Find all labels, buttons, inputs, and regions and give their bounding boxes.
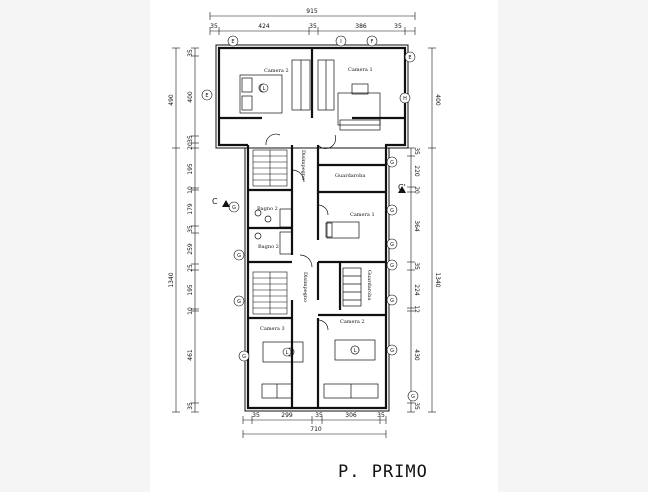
section-mark-right: C' — [398, 183, 406, 192]
dim-right-outer: 1340 — [434, 272, 441, 287]
window-tag: G — [390, 208, 394, 214]
dim-left-inner: 195 — [187, 163, 194, 175]
room-label-camera-1-top: Camera 1 — [348, 67, 373, 73]
window-tag: G — [242, 354, 246, 360]
window-tag: G — [390, 160, 394, 166]
dim-right-inner: 12 — [413, 305, 420, 313]
dim-left-outer: 1340 — [168, 272, 175, 287]
room-label-camera-2-top: Camera 2 — [264, 68, 289, 74]
window-tag: G — [390, 242, 394, 248]
dim-bottom-part: 306 — [345, 412, 357, 419]
floor-title: P. PRIMO — [338, 462, 428, 482]
window-tag: G — [237, 253, 241, 259]
dim-right-inner: 430 — [413, 349, 420, 361]
window-tag: G — [411, 394, 415, 400]
walls — [215, 44, 409, 412]
furniture — [239, 59, 381, 399]
section-arrow-right — [398, 186, 406, 193]
dim-right-inner: 35 — [413, 262, 420, 270]
room-label-disimpegno-top: Disimpegno — [300, 150, 306, 180]
window-tag: E — [205, 93, 208, 99]
window-tag: H — [403, 96, 407, 102]
dim-right-inner: 224 — [413, 284, 420, 296]
drawing-sheet — [150, 0, 498, 492]
dim-bottom-part: 35 — [377, 412, 385, 419]
window-tag: E — [408, 55, 411, 61]
dim-right-outer: 400 — [434, 94, 441, 106]
dim-left-inner: 35 — [187, 135, 194, 143]
dim-right-inner: 20 — [413, 186, 420, 194]
window-tag: F — [371, 39, 374, 45]
window-tag: L — [286, 350, 289, 356]
dim-left-inner: 179 — [187, 203, 194, 215]
room-label-guardaroba-mid: Guardaroba — [366, 270, 372, 300]
window-tag: I — [340, 39, 341, 45]
dim-right-inner: 364 — [413, 220, 420, 232]
dim-top-total: 915 — [306, 8, 318, 15]
dim-left-inner: 35 — [187, 402, 194, 410]
section-arrow-left — [222, 200, 230, 207]
room-label-disimpegno-bottom: Disimpegno — [302, 272, 308, 302]
dim-right-inner: 35 — [413, 147, 420, 155]
window-tag: L — [354, 348, 357, 354]
dim-bottom-part: 299 — [281, 412, 293, 419]
dim-top-part: 35 — [309, 23, 317, 30]
room-label-camera-1-mid: Camera 1 — [350, 212, 375, 218]
room-label-bagno-2-b: Bagno 2 — [258, 244, 279, 250]
dim-top-part: 386 — [355, 23, 367, 30]
dim-top-part: 35 — [210, 23, 218, 30]
dim-left-inner: 259 — [187, 243, 194, 255]
dim-left-inner: 195 — [187, 284, 194, 296]
window-tag: E — [231, 39, 234, 45]
dim-bottom-part: 35 — [252, 412, 260, 419]
dim-top-part: 35 — [394, 23, 402, 30]
window-tag: G — [390, 263, 394, 269]
window-tag: G — [232, 205, 236, 211]
dim-left-inner: 10 — [187, 307, 194, 315]
window-tag: G — [390, 348, 394, 354]
room-label-guardaroba-top: Guardaroba — [335, 173, 365, 179]
dim-left-inner: 35 — [187, 49, 194, 57]
dim-left-inner: 461 — [187, 349, 194, 361]
dim-left-inner: 400 — [187, 91, 194, 103]
dim-left-inner: 20 — [187, 142, 194, 150]
dim-left-inner: 10 — [187, 186, 194, 194]
dim-top-part: 424 — [258, 23, 270, 30]
room-label-camera-2-bottom: Camera 2 — [340, 319, 365, 325]
dim-right-inner: 220 — [413, 165, 420, 177]
dim-bottom-part: 35 — [315, 412, 323, 419]
dim-left-inner: 25 — [187, 264, 194, 272]
dim-left-inner: 35 — [187, 225, 194, 233]
dim-left-outer: 490 — [168, 94, 175, 106]
window-tag: G — [237, 299, 241, 305]
section-mark-left: C — [212, 197, 218, 206]
window-tag: L — [263, 86, 266, 92]
window-tags — [201, 35, 419, 402]
dim-right-inner: 35 — [413, 402, 420, 410]
dim-bottom-total: 710 — [310, 426, 322, 433]
stairs — [252, 149, 288, 315]
section-arrows — [222, 186, 406, 207]
window-tag: G — [390, 298, 394, 304]
room-label-camera-3: Camera 3 — [260, 326, 285, 332]
room-label-bagno-2-a: Bagno 2 — [257, 206, 278, 212]
